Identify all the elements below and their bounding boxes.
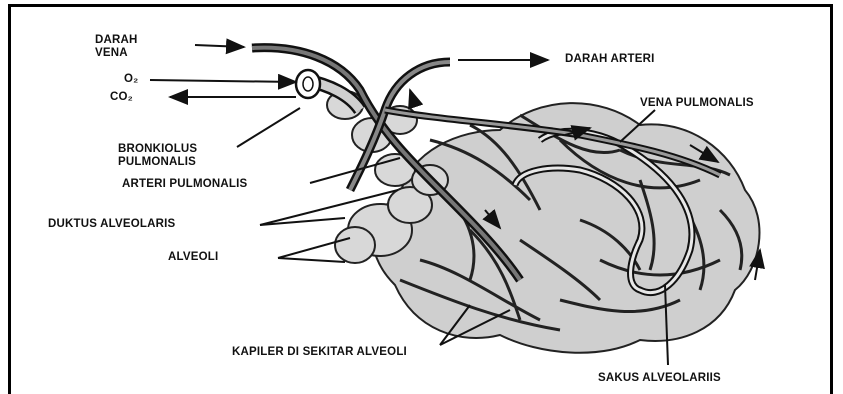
label-darah-arteri: DARAH ARTERI [565, 53, 655, 66]
label-kapiler: KAPILER DI SEKITAR ALVEOLI [232, 346, 407, 359]
label-sakus-alveolaris: SAKUS ALVEOLARIIS [598, 372, 721, 385]
label-duktus-alveolaris: DUKTUS ALVEOLARIS [48, 218, 175, 231]
label-bronkiolus-line1: BRONKIOLUS [118, 143, 197, 156]
label-darah-vena-line2: VENA [95, 47, 128, 60]
flow-arrow [410, 90, 415, 105]
label-alveoli: ALVEOLI [168, 251, 218, 264]
label-darah-vena-line1: DARAH [95, 34, 138, 47]
alveoli-pointer-2 [278, 258, 345, 262]
label-vena-pulmonalis: VENA PULMONALIS [640, 97, 754, 110]
o2-arrow [150, 80, 296, 82]
label-co2: CO₂ [110, 91, 133, 104]
label-o2: O₂ [124, 73, 138, 86]
label-bronkiolus-line2: PULMONALIS [118, 156, 196, 169]
label-arteri-pulmonalis: ARTERI PULMONALIS [122, 178, 247, 191]
darah-vena-arrow [195, 45, 244, 47]
bronkiolus-pointer [237, 108, 300, 147]
